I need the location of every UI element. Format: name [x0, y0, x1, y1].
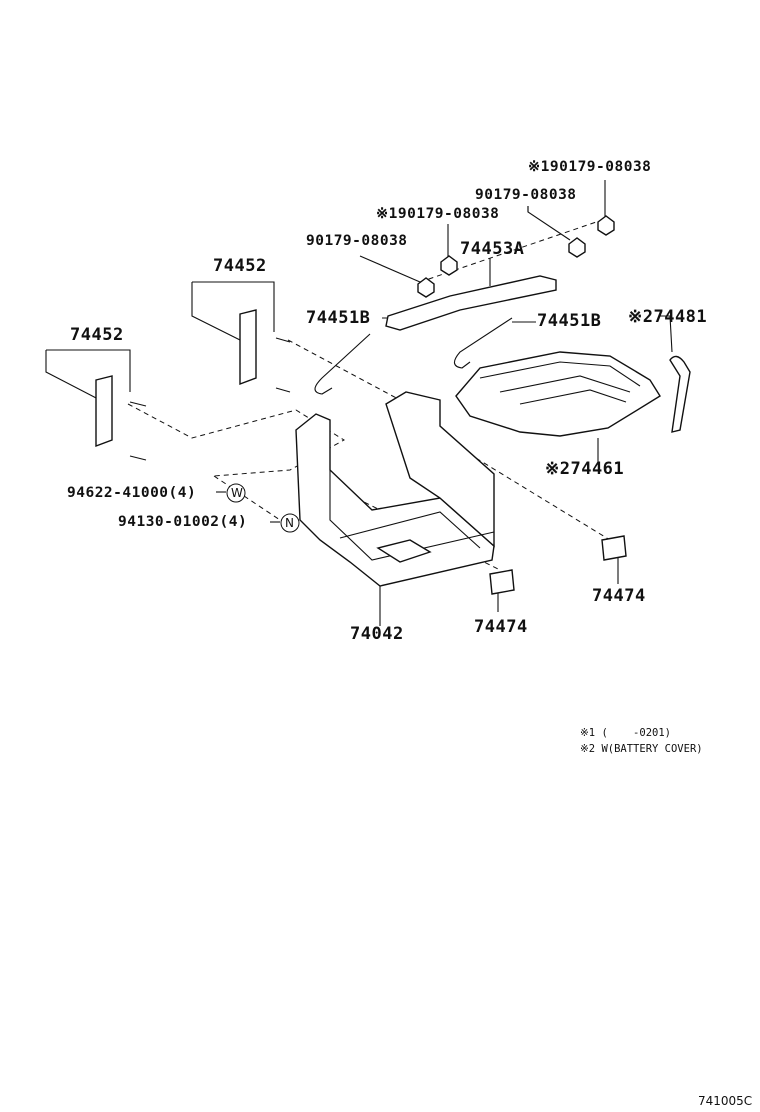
part-label-13: 94130-01002(4) [118, 514, 248, 530]
brackets [95, 309, 291, 461]
figure-code: 741005C [698, 1094, 753, 1108]
cover-strap [669, 355, 691, 433]
nut-symbol: N [285, 516, 294, 530]
leader-lines [45, 180, 673, 626]
part-label-3: ※190179-08038 [376, 206, 500, 222]
part-label-14: 74474 [592, 586, 646, 606]
battery-tray [295, 391, 495, 587]
battery-cover [455, 351, 661, 437]
part-label-16: 74042 [350, 624, 404, 644]
battery-clamp-bar [385, 275, 557, 331]
part-label-1: ※190179-08038 [528, 159, 652, 175]
washer-symbol: W [231, 486, 243, 500]
nut-parts [417, 215, 615, 298]
part-label-2: 90179-08038 [475, 187, 577, 203]
part-label-4: 90179-08038 [306, 233, 408, 249]
note-1: ※1 ( -0201) [580, 727, 671, 739]
note-2: ※2 W(BATTERY COVER) [580, 743, 703, 755]
part-label-8: 74451B [306, 308, 371, 328]
part-label-6: 74452 [213, 256, 267, 276]
part-label-12: 94622-41000(4) [67, 485, 197, 501]
hook-bolts [314, 317, 513, 395]
part-label-11: ※274461 [545, 459, 625, 479]
part-label-9: 74451B [537, 311, 602, 331]
part-label-5: 74453A [460, 239, 525, 259]
pads [489, 535, 627, 595]
symbol-circles [226, 483, 300, 533]
part-label-7: 74452 [70, 325, 124, 345]
part-label-10: ※274481 [628, 307, 708, 327]
part-label-15: 74474 [474, 617, 528, 637]
